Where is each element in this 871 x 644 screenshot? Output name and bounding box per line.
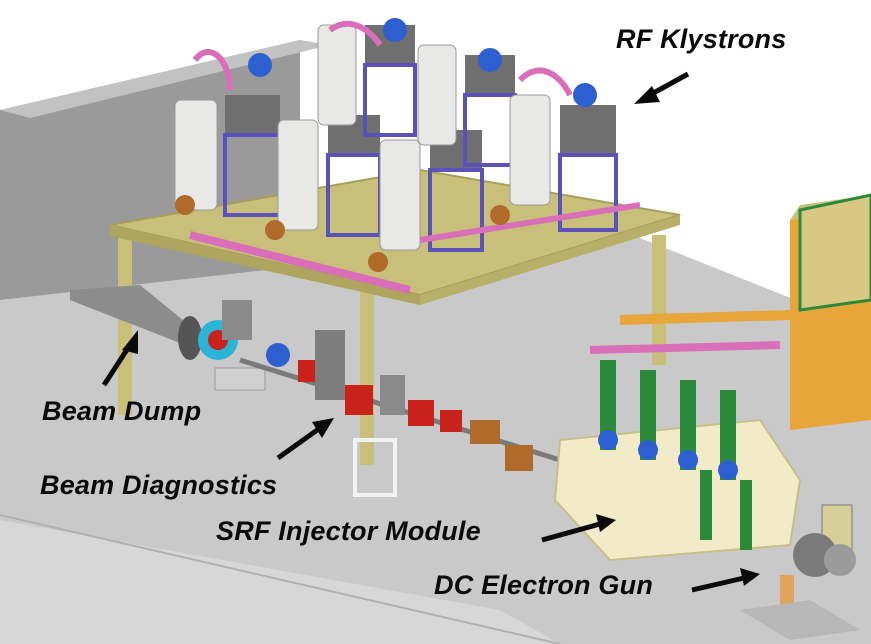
platform-edge [110, 225, 420, 305]
beamline [239, 330, 561, 497]
annotation-arrows [101, 71, 760, 593]
label-rf-klystrons: RF Klystrons [616, 24, 787, 54]
dc-electron-gun [740, 504, 860, 640]
klystron-unit [379, 130, 484, 252]
right-cylinder [798, 193, 871, 312]
platform-leg [118, 235, 132, 415]
floor-edge [0, 514, 561, 644]
label-srf-injector-module: SRF Injector Module [216, 516, 481, 546]
label-beam-dump: Beam Dump [42, 396, 202, 426]
arrow-rf-klystrons [634, 71, 690, 104]
label-dc-electron-gun: DC Electron Gun [434, 570, 654, 600]
rf-klystrons [174, 18, 641, 294]
arrow-beam-dump [101, 330, 138, 387]
arrow-dc-electron-gun [691, 568, 760, 593]
srf-injector-module [553, 310, 802, 562]
platform-edge [420, 215, 680, 305]
left-wall-top [0, 40, 330, 118]
arrow-srf-injector [541, 514, 616, 543]
floor-walkway [0, 520, 560, 644]
platform-leg [652, 235, 666, 365]
klystron-unit [509, 94, 618, 232]
arrow-beam-diagnostics [276, 418, 334, 461]
label-beam-diagnostics: Beam Diagnostics [40, 470, 278, 500]
beam-dump-assembly [70, 285, 266, 391]
